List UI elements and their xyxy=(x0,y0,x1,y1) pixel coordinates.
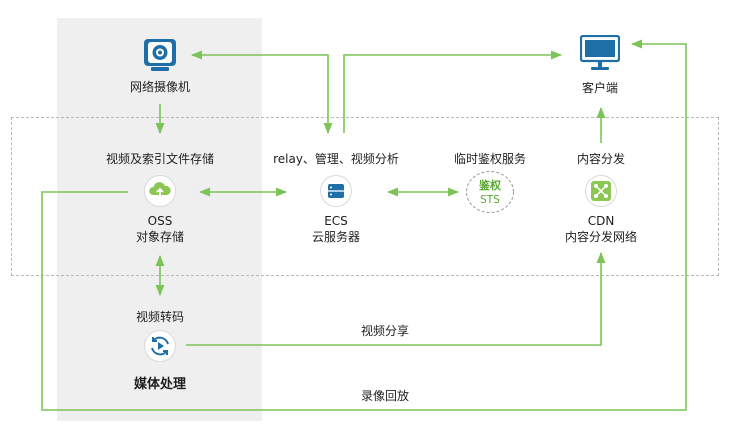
sts-badge: 鉴权 STS xyxy=(466,171,514,213)
sts-badge-line2: STS xyxy=(480,194,500,206)
ecs-client-link xyxy=(343,50,563,133)
network-nodes-icon xyxy=(585,175,617,207)
sts-badge-line1: 鉴权 xyxy=(478,178,502,192)
ecs-name: ECS xyxy=(324,214,348,228)
webcam-icon xyxy=(144,39,176,71)
share-link xyxy=(186,251,606,346)
server-icon xyxy=(320,175,352,207)
monitor-icon xyxy=(580,35,620,70)
client-label: 客户端 xyxy=(581,81,619,95)
cloud-upload-icon xyxy=(144,175,176,207)
oss-name: OSS xyxy=(147,214,173,228)
sts-caption: 临时鉴权服务 xyxy=(453,152,527,166)
cdn-caption: 内容分发 xyxy=(576,152,626,166)
share-label: 视频分享 xyxy=(360,324,410,338)
ecs-sub: 云服务器 xyxy=(311,230,361,244)
camera-ecs-link xyxy=(190,50,333,135)
media-label: 媒体处理 xyxy=(133,377,187,392)
cloud-boundary xyxy=(11,117,719,276)
oss-sub: 对象存储 xyxy=(135,230,185,244)
cdn-name: CDN xyxy=(587,214,615,228)
video-cycle-icon xyxy=(144,330,176,362)
oss-caption: 视频及索引文件存储 xyxy=(105,152,215,166)
cdn-sub: 内容分发网络 xyxy=(564,230,638,244)
playback-label: 录像回放 xyxy=(360,389,410,403)
playback-link xyxy=(41,39,687,411)
ecs-caption: relay、管理、视频分析 xyxy=(273,152,399,166)
transcode-caption: 视频转码 xyxy=(135,310,185,324)
camera-label: 网络摄像机 xyxy=(129,80,191,94)
